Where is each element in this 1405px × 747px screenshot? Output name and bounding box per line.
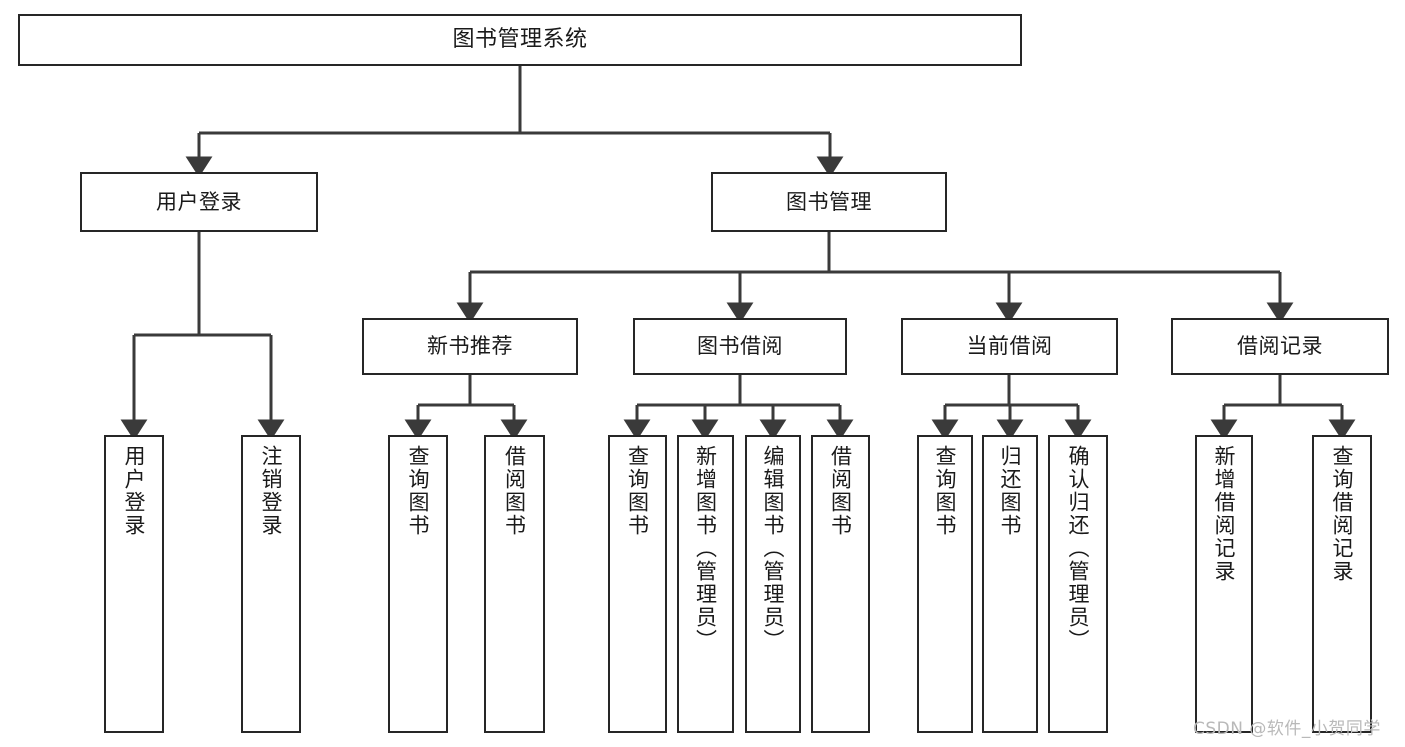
node-leaf-query-book-1[interactable]: 查询图书 xyxy=(388,435,448,733)
node-leaf-user-logout-label: 注销登录 xyxy=(259,445,284,537)
node-leaf-borrow-book-2-label: 借阅图书 xyxy=(828,445,853,537)
node-leaf-query-book-3[interactable]: 查询图书 xyxy=(917,435,973,733)
node-leaf-query-book-2[interactable]: 查询图书 xyxy=(608,435,667,733)
node-leaf-edit-book[interactable]: 编辑图书（管理员） xyxy=(745,435,801,733)
node-leaf-edit-book-label: 编辑图书（管理员） xyxy=(761,445,786,652)
node-leaf-user-logout[interactable]: 注销登录 xyxy=(241,435,301,733)
node-new-book-recommend-label: 新书推荐 xyxy=(427,334,513,359)
node-current-borrow[interactable]: 当前借阅 xyxy=(901,318,1118,375)
node-user-login-label: 用户登录 xyxy=(156,189,242,214)
node-leaf-add-record[interactable]: 新增借阅记录 xyxy=(1195,435,1253,733)
node-leaf-query-record-label: 查询借阅记录 xyxy=(1330,445,1355,583)
node-leaf-query-book-2-label: 查询图书 xyxy=(625,445,650,537)
node-current-borrow-label: 当前借阅 xyxy=(966,334,1053,359)
node-book-borrow[interactable]: 图书借阅 xyxy=(633,318,847,375)
node-leaf-user-login[interactable]: 用户登录 xyxy=(104,435,164,733)
node-leaf-add-book-label: 新增图书（管理员） xyxy=(693,445,718,652)
node-leaf-query-book-3-label: 查询图书 xyxy=(933,445,958,537)
node-book-management[interactable]: 图书管理 xyxy=(711,172,947,232)
node-leaf-borrow-book-2[interactable]: 借阅图书 xyxy=(811,435,870,733)
node-leaf-return-book[interactable]: 归还图书 xyxy=(982,435,1038,733)
node-book-management-label: 图书管理 xyxy=(786,189,872,214)
node-user-login[interactable]: 用户登录 xyxy=(80,172,318,232)
node-leaf-borrow-book-1[interactable]: 借阅图书 xyxy=(484,435,545,733)
node-leaf-add-book[interactable]: 新增图书（管理员） xyxy=(677,435,734,733)
node-leaf-return-book-label: 归还图书 xyxy=(998,445,1023,537)
node-new-book-recommend[interactable]: 新书推荐 xyxy=(362,318,578,375)
node-book-borrow-label: 图书借阅 xyxy=(697,334,783,359)
node-leaf-user-login-label: 用户登录 xyxy=(122,445,147,537)
node-leaf-query-book-1-label: 查询图书 xyxy=(406,445,431,537)
node-root[interactable]: 图书管理系统 xyxy=(18,14,1022,66)
node-borrow-record[interactable]: 借阅记录 xyxy=(1171,318,1389,375)
node-borrow-record-label: 借阅记录 xyxy=(1237,334,1323,359)
node-leaf-query-record[interactable]: 查询借阅记录 xyxy=(1312,435,1372,733)
node-leaf-borrow-book-1-label: 借阅图书 xyxy=(502,445,527,537)
node-leaf-confirm-return-label: 确认归还（管理员） xyxy=(1066,445,1091,652)
node-root-label: 图书管理系统 xyxy=(452,26,588,52)
node-leaf-confirm-return[interactable]: 确认归还（管理员） xyxy=(1048,435,1108,733)
node-leaf-add-record-label: 新增借阅记录 xyxy=(1212,445,1237,583)
